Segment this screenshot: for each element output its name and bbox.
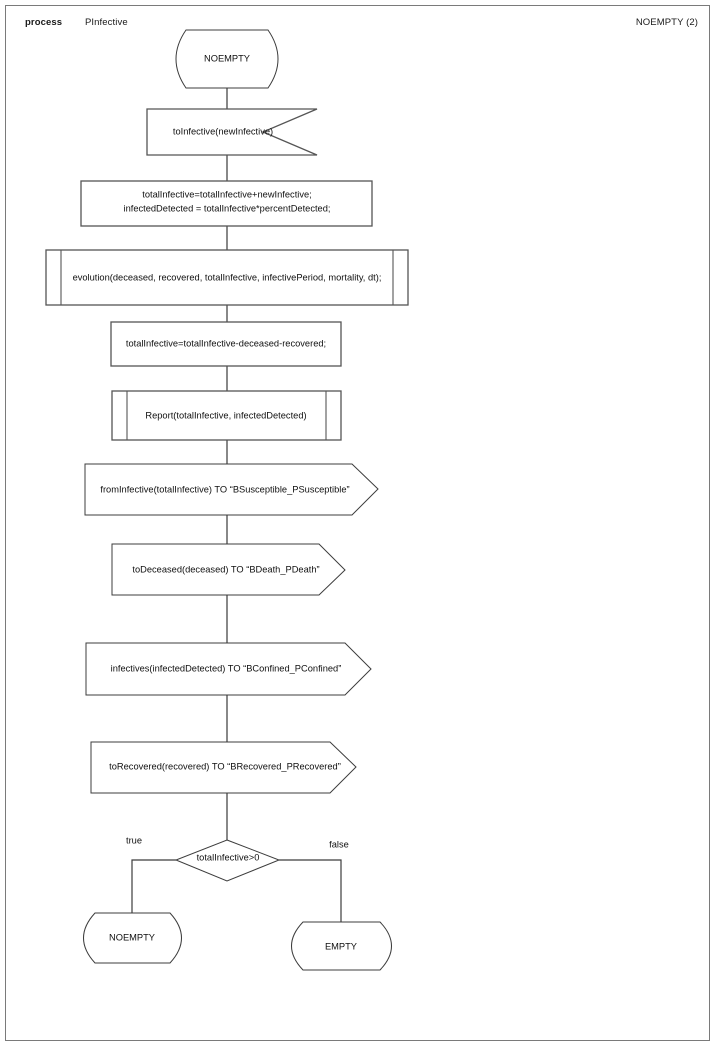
node-assign1-line1: totalInfective=totalInfective+newInfecti… (142, 189, 312, 199)
predefined-process-shape-report (111, 390, 342, 441)
send-signal-shape-susceptible (84, 463, 379, 516)
receive-signal-shape (146, 108, 318, 156)
send-signal-shape-death (111, 543, 346, 596)
node-send-recovered-label: toRecovered(recovered) TO “BRecovered_PR… (109, 761, 341, 771)
header-kind-label: process (25, 17, 63, 28)
node-end-noempty-label: NOEMPTY (109, 932, 155, 942)
send-signal-shape-confined (85, 642, 372, 696)
predefined-process-shape-evolution (45, 249, 409, 306)
node-assign2-label: totalInfective=totalInfective-deceased-r… (126, 338, 326, 348)
node-receive-label: toInfective(newInfective) (173, 126, 273, 136)
node-send-death[interactable]: toDeceased(deceased) TO “BDeath_PDeath” (111, 543, 346, 596)
node-start-label: NOEMPTY (204, 53, 250, 63)
decision-shape (174, 839, 281, 882)
branch-label-true: true (126, 835, 142, 845)
send-signal-shape-recovered (90, 741, 357, 794)
node-send-recovered[interactable]: toRecovered(recovered) TO “BRecovered_PR… (90, 741, 357, 794)
terminator-shape-end-noempty (83, 912, 182, 964)
node-evolution-label: evolution(deceased, recovered, totalInfe… (73, 272, 382, 282)
node-end-noempty[interactable]: NOEMPTY (83, 912, 182, 964)
connectors (131, 88, 342, 922)
node-report[interactable]: Report(totalInfective, infectedDetected) (111, 390, 342, 441)
connector-true-branch (131, 859, 176, 913)
node-evolution[interactable]: evolution(deceased, recovered, totalInfe… (45, 249, 409, 306)
node-end-empty[interactable]: EMPTY (291, 921, 392, 971)
process-shape-assign2 (110, 321, 342, 367)
node-assign1-line2: infectedDetected = totalInfective*percen… (124, 203, 331, 213)
terminator-shape-end-empty (291, 921, 392, 971)
branch-label-false: false (329, 839, 349, 849)
node-receive-signal[interactable]: toInfective(newInfective) (146, 108, 318, 156)
node-send-death-label: toDeceased(deceased) TO “BDeath_PDeath” (132, 564, 319, 574)
node-end-empty-label: EMPTY (325, 941, 357, 951)
node-send-confined-label: infectives(infectedDetected) TO “BConfin… (111, 663, 342, 673)
node-send-confined[interactable]: infectives(infectedDetected) TO “BConfin… (85, 642, 372, 696)
header-process-name: PInfective (85, 17, 128, 28)
page-border (5, 5, 710, 1041)
node-assign-subtract[interactable]: totalInfective=totalInfective-deceased-r… (110, 321, 342, 367)
node-send-susceptible-label: fromInfective(totalInfective) TO “BSusce… (100, 484, 349, 494)
node-send-susceptible[interactable]: fromInfective(totalInfective) TO “BSusce… (84, 463, 379, 516)
process-shape-assign1 (80, 180, 373, 227)
node-decision[interactable]: totalInfective>0 (174, 839, 281, 882)
node-assign-totals[interactable]: totalInfective=totalInfective+newInfecti… (80, 180, 373, 227)
terminator-shape-start (175, 29, 279, 89)
node-decision-label: totalInfective>0 (197, 852, 260, 862)
node-start[interactable]: NOEMPTY (175, 29, 279, 89)
node-report-label: Report(totalInfective, infectedDetected) (145, 410, 306, 420)
connector-false-branch (279, 859, 342, 922)
header-state-reference: NOEMPTY (2) (635, 17, 698, 28)
